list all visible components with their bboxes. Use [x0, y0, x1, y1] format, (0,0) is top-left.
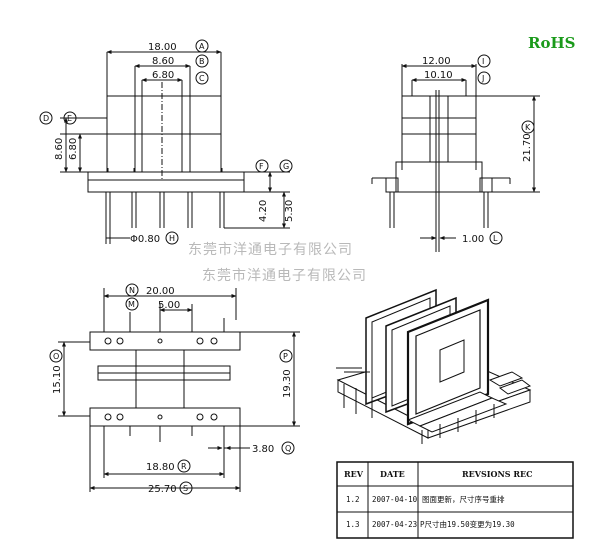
callout-f-letter: F — [259, 162, 264, 171]
side-view-labels: 12.00 I 10.10 J 21.70 K 1.00 L — [422, 54, 535, 245]
callout-d — [39, 111, 53, 125]
callout-m — [125, 297, 139, 311]
dim-r-value: 18.80 — [146, 462, 175, 473]
watermark-line-2: 东莞市洋通电子有限公司 — [202, 267, 367, 284]
callout-g — [279, 159, 293, 173]
dim-b-value: 8.60 — [152, 56, 174, 67]
callout-c — [195, 71, 209, 85]
callout-a-letter: A — [199, 42, 205, 51]
bottom-view-labels: 20.00 N 5.00 M O 15.10 P 19.30 3.80 Q 18… — [49, 283, 295, 495]
callout-n — [125, 283, 139, 297]
callout-s — [179, 481, 193, 495]
callout-s-letter: S — [183, 484, 188, 493]
callout-l — [489, 231, 503, 245]
row2-date: 2007-04-23 — [372, 520, 417, 529]
dim-o-value: 15.10 — [52, 365, 63, 394]
dim-p-value: 19.30 — [282, 369, 293, 398]
callout-h — [165, 231, 179, 245]
dim-i-value: 12.00 — [422, 56, 451, 67]
row1-desc: 图面更新，尺寸序号重排 — [422, 494, 505, 504]
dim-g-value: 5.30 — [284, 200, 295, 222]
callout-b-letter: B — [199, 57, 205, 66]
callout-q — [281, 441, 295, 455]
dim-k-value: 21.70 — [522, 133, 533, 162]
revisions-col-header: REVSIONS REC — [462, 469, 532, 479]
callout-j-letter: J — [481, 74, 484, 83]
callout-k — [521, 120, 535, 134]
callout-r-letter: R — [181, 462, 187, 471]
dim-n-value: 20.00 — [146, 286, 175, 297]
callout-f — [255, 159, 269, 173]
callout-j — [477, 71, 491, 85]
callout-n-letter: N — [129, 286, 135, 295]
dim-j-value: 10.10 — [424, 70, 453, 81]
dim-m-value: 5.00 — [158, 300, 180, 311]
callout-b — [195, 54, 209, 68]
callout-a — [195, 39, 209, 53]
callout-p-letter: P — [283, 352, 288, 361]
revision-table-text: REV DATE REVSIONS REC 1.2 2007-04-10 图面更… — [344, 469, 532, 529]
callout-h-letter: H — [169, 234, 175, 243]
callout-o-letter: O — [53, 352, 59, 361]
dim-f-value: 4.20 — [258, 200, 269, 222]
row2-rev: 1.3 — [346, 520, 360, 529]
rev-col-header: REV — [344, 469, 364, 479]
front-view-labels: 18.00 A 8.60 B 6.80 C D E 8.60 6.80 F G … — [39, 39, 295, 245]
callout-p — [279, 349, 293, 363]
callout-r — [177, 459, 191, 473]
callout-i — [477, 54, 491, 68]
row1-rev: 1.2 — [346, 495, 360, 504]
row1-date: 2007-04-10 — [372, 495, 418, 504]
front-view — [60, 50, 290, 244]
dim-l-value: 1.00 — [462, 234, 484, 245]
callout-d-letter: D — [43, 114, 49, 123]
callout-g-letter: G — [283, 162, 289, 171]
dim-q-value: 3.80 — [252, 444, 274, 455]
dim-a-value: 18.00 — [148, 42, 177, 53]
callout-k-letter: K — [525, 123, 531, 132]
callout-e-letter: E — [67, 114, 72, 123]
rohs-mark: RoHS — [528, 34, 575, 52]
side-view — [371, 64, 540, 252]
isometric-view — [336, 288, 532, 444]
callout-l-letter: L — [493, 234, 498, 243]
revision-table — [336, 461, 574, 539]
callout-q-letter: Q — [285, 444, 291, 453]
callout-i-letter: I — [482, 57, 484, 66]
callout-e — [63, 111, 77, 125]
bottom-view — [58, 288, 300, 492]
date-col-header: DATE — [380, 469, 405, 479]
callout-c-letter: C — [199, 74, 205, 83]
dim-e-value: 6.80 — [68, 138, 79, 160]
dim-d-value: 8.60 — [54, 138, 65, 160]
callout-o — [49, 349, 63, 363]
dim-s-value: 25.70 — [148, 484, 177, 495]
watermark-line-1: 东莞市洋通电子有限公司 — [188, 241, 353, 258]
row2-desc: P尺寸由19.50变更为19.30 — [420, 519, 515, 529]
dim-h-value: Φ0.80 — [130, 234, 160, 245]
dim-c-value: 6.80 — [152, 70, 174, 81]
callout-m-letter: M — [128, 300, 135, 309]
